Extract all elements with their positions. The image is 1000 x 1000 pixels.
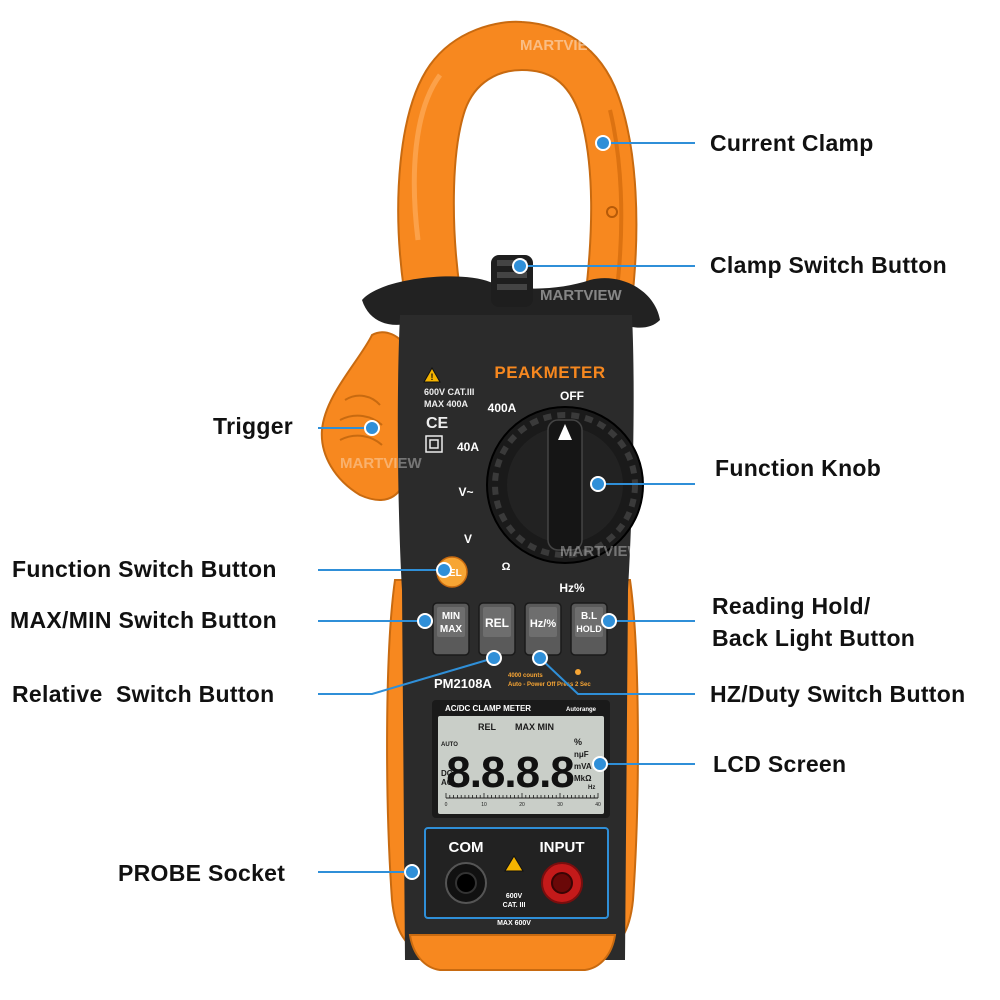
jaw-plus-mark <box>606 206 618 218</box>
bottom-band <box>408 934 617 971</box>
callout-relative-switch-button: Relative Switch Button <box>12 681 275 707</box>
leader-lines <box>318 142 695 873</box>
callout-maxmin-switch-button: MAX/MIN Switch Button <box>10 607 277 633</box>
hz-label: Hz/% <box>530 618 557 630</box>
svg-text:!: ! <box>431 372 434 382</box>
lcd-scale-label: 30 <box>557 802 563 808</box>
current-clamp <box>397 20 638 301</box>
com-label: COM <box>449 839 484 856</box>
callout-hz-duty-switch-button: HZ/Duty Switch Button <box>710 681 966 707</box>
lcd-scale-label: 0 <box>445 802 448 808</box>
lcd-scale-label: 10 <box>481 802 487 808</box>
dial-hz-label: Hz% <box>559 581 585 595</box>
lcd-auto-indicator: AUTO <box>441 742 458 748</box>
dial-40a-label: 40A <box>457 440 479 454</box>
dial-vac-label: V~ <box>458 485 473 499</box>
lcd-scale-label: 40 <box>595 802 601 808</box>
backlight-hold-button[interactable]: B.L HOLD <box>570 602 608 656</box>
backlight-label-2: HOLD <box>576 624 602 634</box>
dial-off-label: OFF <box>560 389 584 403</box>
sun-icon <box>575 669 581 675</box>
callout-lcd-screen: LCD Screen <box>713 751 847 777</box>
watermark: MARTVIEW <box>540 287 623 304</box>
lcd-ac-indicator: AC <box>441 778 453 787</box>
com-socket[interactable] <box>445 862 487 904</box>
meter-title: AC/DC CLAMP METER <box>445 704 531 713</box>
lcd-dc-indicator: DC <box>441 769 453 778</box>
callout-clamp-switch-button: Clamp Switch Button <box>710 252 947 278</box>
lcd-digits: 8.8.8.8 <box>446 748 574 797</box>
rel-label: REL <box>485 616 509 630</box>
rel-button[interactable]: REL <box>478 602 516 656</box>
rating-line-1: 600V CAT.III <box>424 387 474 397</box>
backlight-label-1: B.L <box>581 611 597 622</box>
callout-current-clamp: Current Clamp <box>710 130 874 156</box>
double-insulation-icon <box>425 435 443 453</box>
lcd-maxmin-indicator: MAX MIN <box>515 722 554 732</box>
socket-warning-icon <box>504 855 524 872</box>
function-knob[interactable] <box>486 406 644 564</box>
watermark: MARTVIEW <box>340 455 423 472</box>
callout-function-knob: Function Knob <box>715 455 882 481</box>
lcd-unit-hz: Hz <box>588 785 595 791</box>
probe-socket-panel: COM INPUT 600V CAT. III MAX 600V <box>424 827 609 927</box>
watermark: MARTVIEW <box>520 37 603 54</box>
counts-label: 4000 counts <box>508 673 543 679</box>
dial-400a-label: 400A <box>488 401 517 415</box>
lcd-rel-indicator: REL <box>478 722 497 732</box>
input-label: INPUT <box>540 839 585 856</box>
lcd-scale: 0 10 20 30 40 <box>445 793 601 808</box>
dial-cap-res-label: Ω <box>502 561 511 573</box>
input-socket[interactable] <box>541 862 583 904</box>
socket-volt-label: 600V <box>506 893 523 900</box>
minmax-button[interactable]: MIN MAX <box>432 602 470 656</box>
minmax-label-1: MIN <box>442 611 460 622</box>
socket-max-label: MAX 600V <box>497 920 531 927</box>
auto-power-off-label: Auto - Power Off Press 2 Sec <box>508 682 591 688</box>
callout-trigger: Trigger <box>213 413 294 439</box>
callout-reading-hold-line-1: Reading Hold/ <box>712 593 871 619</box>
lcd-unit-mva: mVA <box>574 762 592 771</box>
callout-probe-socket: PROBE Socket <box>118 860 286 886</box>
lcd-scale-label: 20 <box>519 802 525 808</box>
lcd-screen: AC/DC CLAMP METER Autorange REL MAX MIN … <box>432 700 610 818</box>
dial-vdc-label: V <box>464 532 472 546</box>
sel-button-label: SEL <box>442 568 461 579</box>
autorange-label: Autorange <box>566 707 597 713</box>
brand-logo: PEAKMETER <box>494 363 605 382</box>
lcd-unit-pct: % <box>574 737 582 747</box>
callout-reading-hold-line-2: Back Light Button <box>712 625 916 651</box>
warning-triangle-icon: ! <box>423 366 441 383</box>
watermark: MARTVIEW <box>560 543 643 560</box>
model-number: PM2108A <box>434 676 492 691</box>
minmax-label-2: MAX <box>440 624 463 635</box>
ce-mark: CE <box>426 415 449 432</box>
callout-function-switch-button: Function Switch Button <box>12 556 277 582</box>
rating-line-2: MAX 400A <box>424 399 469 409</box>
lcd-unit-nuf: nμF <box>574 750 589 759</box>
hz-button[interactable]: Hz/% <box>524 602 562 656</box>
lcd-unit-mko: MkΩ <box>574 774 592 783</box>
leader-dots <box>364 135 617 880</box>
socket-cat-label: CAT. III <box>503 902 526 909</box>
